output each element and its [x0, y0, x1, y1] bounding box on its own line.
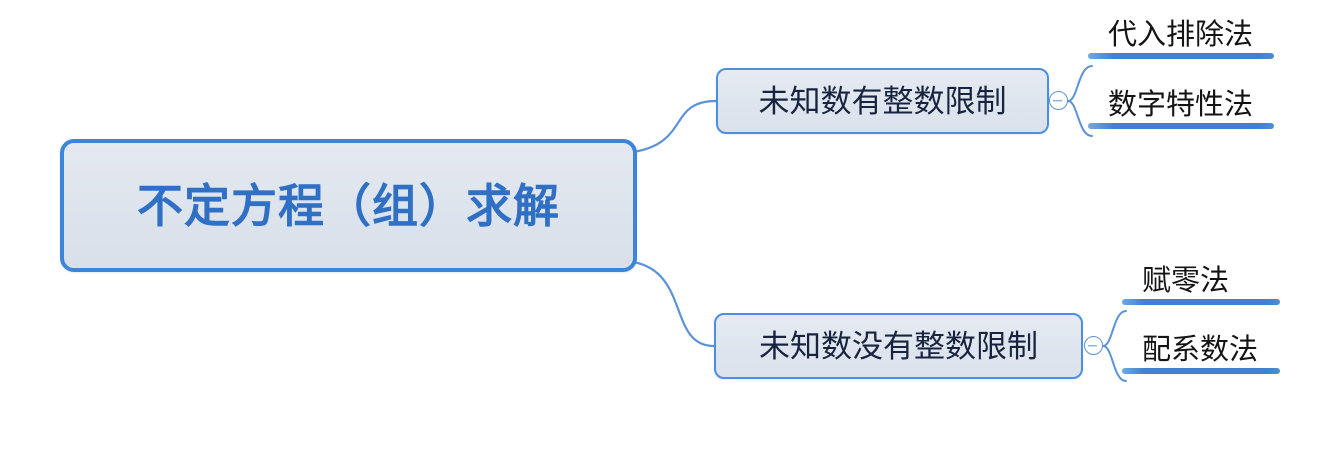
leaf-node[interactable]: 配系数法	[1122, 334, 1280, 375]
branch-node-no-integer-constraint[interactable]: 未知数没有整数限制	[714, 313, 1083, 379]
branch-node-label: 未知数有整数限制	[758, 83, 1007, 119]
root-node[interactable]: 不定方程（组）求解	[60, 139, 637, 272]
leaf-node-label: 代入排除法	[1108, 19, 1254, 51]
connector-root-to-branch-1	[631, 99, 718, 154]
leaf-underline	[1122, 368, 1280, 375]
connector-root-to-branch-2	[631, 260, 716, 348]
leaf-node-label: 赋零法	[1142, 265, 1230, 297]
collapse-minus-icon[interactable]	[1049, 91, 1068, 110]
leaf-underline	[1122, 299, 1280, 306]
leaf-node[interactable]: 赋零法	[1122, 265, 1280, 306]
branch-node-integer-constraint[interactable]: 未知数有整数限制	[716, 68, 1049, 134]
root-node-label: 不定方程（组）求解	[137, 179, 560, 232]
leaf-node[interactable]: 代入排除法	[1088, 19, 1274, 60]
leaf-node[interactable]: 数字特性法	[1088, 89, 1274, 130]
leaf-node-label: 配系数法	[1142, 334, 1259, 366]
leaf-node-label: 数字特性法	[1108, 89, 1254, 121]
leaf-underline	[1088, 123, 1274, 130]
collapse-minus-icon[interactable]	[1084, 336, 1103, 355]
leaf-underline	[1088, 53, 1274, 60]
branch-node-label: 未知数没有整数限制	[759, 328, 1038, 364]
